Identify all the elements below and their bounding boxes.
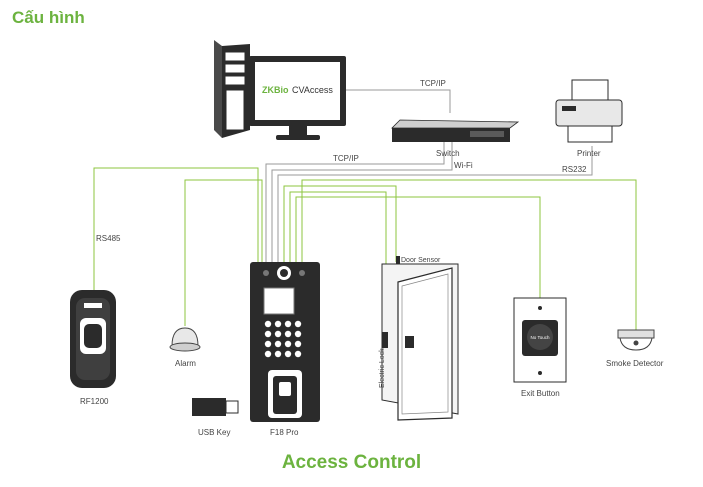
line-exit-button xyxy=(295,196,541,298)
usb-key-icon xyxy=(192,398,239,416)
footer-title: Access Control xyxy=(281,452,422,473)
exit-button-icon xyxy=(513,297,567,383)
line-door-sensor xyxy=(283,185,397,262)
connection-lines xyxy=(93,89,637,335)
f18pro-device-icon xyxy=(250,262,320,422)
label-alarm: Alarm xyxy=(175,359,196,368)
exit-button-face-text: No Touch xyxy=(531,335,550,340)
computer-tower-icon xyxy=(214,40,250,138)
line-alarm xyxy=(184,179,263,326)
software-name: CVAccess xyxy=(292,85,333,95)
door-icon xyxy=(381,256,459,421)
label-rs232: RS232 xyxy=(562,165,587,174)
alarm-icon xyxy=(169,327,201,352)
keypad xyxy=(264,320,302,358)
label-door-sensor: Door Sensor xyxy=(401,257,441,264)
label-f18pro: F18 Pro xyxy=(270,428,299,437)
label-exit-button: Exit Button xyxy=(521,389,560,398)
label-smoke-detector: Smoke Detector xyxy=(606,359,664,368)
switch-icon xyxy=(391,119,520,142)
label-rf1200: RF1200 xyxy=(80,397,109,406)
label-usb-key: USB Key xyxy=(198,428,230,437)
line-computer-switch xyxy=(346,89,451,113)
label-electric-lock: Electric Lock xyxy=(379,348,386,388)
rf1200-reader-icon xyxy=(70,290,116,388)
label-tcpip-switch: TCP/IP xyxy=(420,79,446,88)
line-switch-device-tcpip xyxy=(265,142,445,262)
page-title: Cấu hình xyxy=(12,8,85,27)
label-wifi: Wi-Fi xyxy=(454,161,473,170)
monitor-icon xyxy=(249,56,346,140)
line-rs485 xyxy=(93,167,259,290)
software-logo: ZKBio xyxy=(262,85,289,95)
label-switch: Switch xyxy=(436,149,460,158)
line-smoke-detector xyxy=(301,179,637,330)
exit-text: EXIT xyxy=(532,360,548,367)
label-printer: Printer xyxy=(577,149,601,158)
smoke-detector-icon xyxy=(617,329,655,351)
line-printer-rs232 xyxy=(277,146,593,262)
label-rs485: RS485 xyxy=(96,234,121,243)
line-wifi xyxy=(271,142,453,262)
label-tcpip-device: TCP/IP xyxy=(333,154,359,163)
printer-icon xyxy=(555,79,623,143)
